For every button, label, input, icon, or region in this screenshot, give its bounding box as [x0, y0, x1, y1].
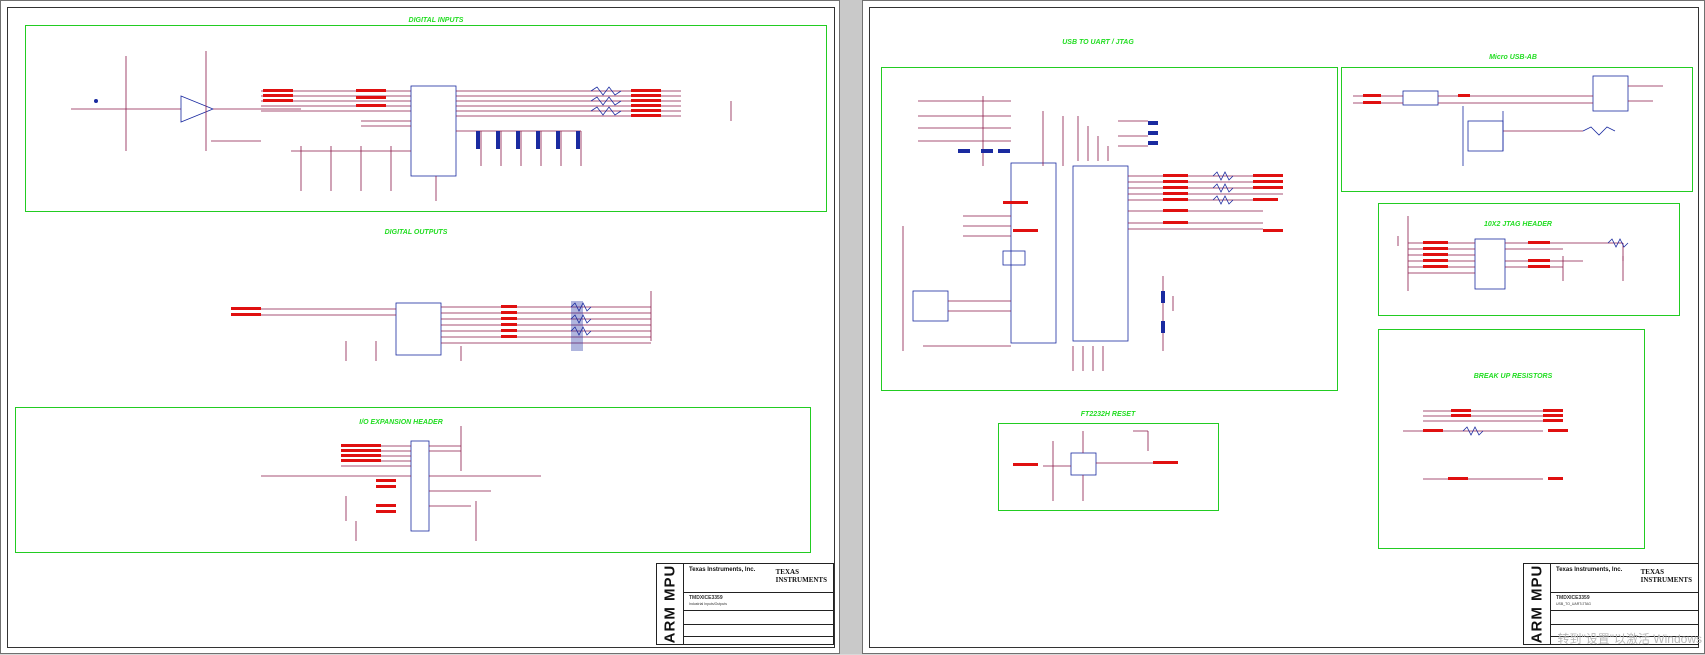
title-block-sheet-title: Industrial Inputs/Outputs [689, 602, 727, 606]
title-block-side-text: ARM MPU [661, 564, 679, 644]
schematic-drawing-left [71, 51, 732, 541]
title-block-company: Texas Instruments, Inc. [689, 567, 756, 573]
usb-uart-jtag-box [881, 67, 1338, 391]
title-block-board: TMDXICE3359 [689, 595, 723, 601]
ft2232-reset-title: FT2232H RESET [1080, 411, 1136, 418]
jtag-header-box [1378, 203, 1680, 316]
ft2232-reset-box [998, 423, 1219, 511]
window-gutter [840, 0, 862, 654]
sheet-border [7, 7, 835, 648]
breakup-resistors-box [1378, 329, 1645, 549]
schematic-sheet-right: USB TO UART / JTAG Micro USB-AB 10X2 JTA… [862, 0, 1705, 654]
title-block-company: Texas Instruments, Inc. [1556, 567, 1623, 573]
breakup-resistors-title: BREAK UP RESISTORS [1473, 373, 1553, 380]
digital-inputs-title: DIGITAL INPUTS [408, 17, 464, 24]
title-block-board: TMDXICE3359 [1556, 595, 1590, 601]
io-expansion-box [15, 407, 811, 553]
io-expansion-title: I/O EXPANSION HEADER [359, 419, 443, 426]
usb-uart-jtag-title: USB TO UART / JTAG [1062, 39, 1134, 46]
digital-inputs-box [25, 25, 827, 212]
windows-activation-watermark: 转到"设置"以激活 Windows [1557, 632, 1702, 646]
digital-outputs-title: DIGITAL OUTPUTS [384, 229, 448, 236]
schematic-sheet-left: DIGITAL INPUTS DIGITAL OUTPUTS I/O EXPAN… [0, 0, 840, 654]
micro-usb-box [1341, 67, 1693, 192]
title-block-side-text: ARM MPU [1528, 564, 1546, 644]
jtag-header-title: 10X2 JTAG HEADER [1484, 221, 1552, 228]
title-block-sheet-title: USB_TO_UART/JTAG [1556, 602, 1592, 606]
micro-usb-title: Micro USB-AB [1489, 54, 1537, 61]
schematic-drawing-right [902, 75, 1663, 501]
sheet-border [869, 7, 1699, 648]
